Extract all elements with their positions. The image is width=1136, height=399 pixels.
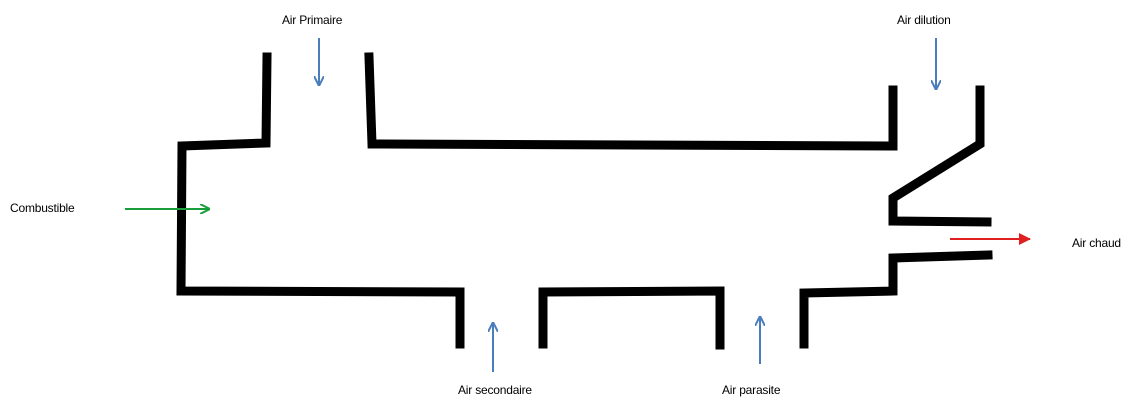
outlet-bottom-wall <box>799 250 993 349</box>
label-air-dilution: Air dilution <box>897 13 951 27</box>
label-air-primaire: Air Primaire <box>282 13 343 27</box>
label-air-secondaire: Air secondaire <box>458 383 532 397</box>
top-wall <box>364 52 898 151</box>
label-air-chaud: Air chaud <box>1072 236 1121 250</box>
label-combustible: Combustible <box>10 201 75 215</box>
primary-air-inlet-left-wall <box>176 52 465 349</box>
secondary-parasite-separator-wall <box>538 286 725 350</box>
dilution-inlet-right-wall <box>888 85 992 227</box>
label-air-parasite: Air parasite <box>722 383 781 397</box>
